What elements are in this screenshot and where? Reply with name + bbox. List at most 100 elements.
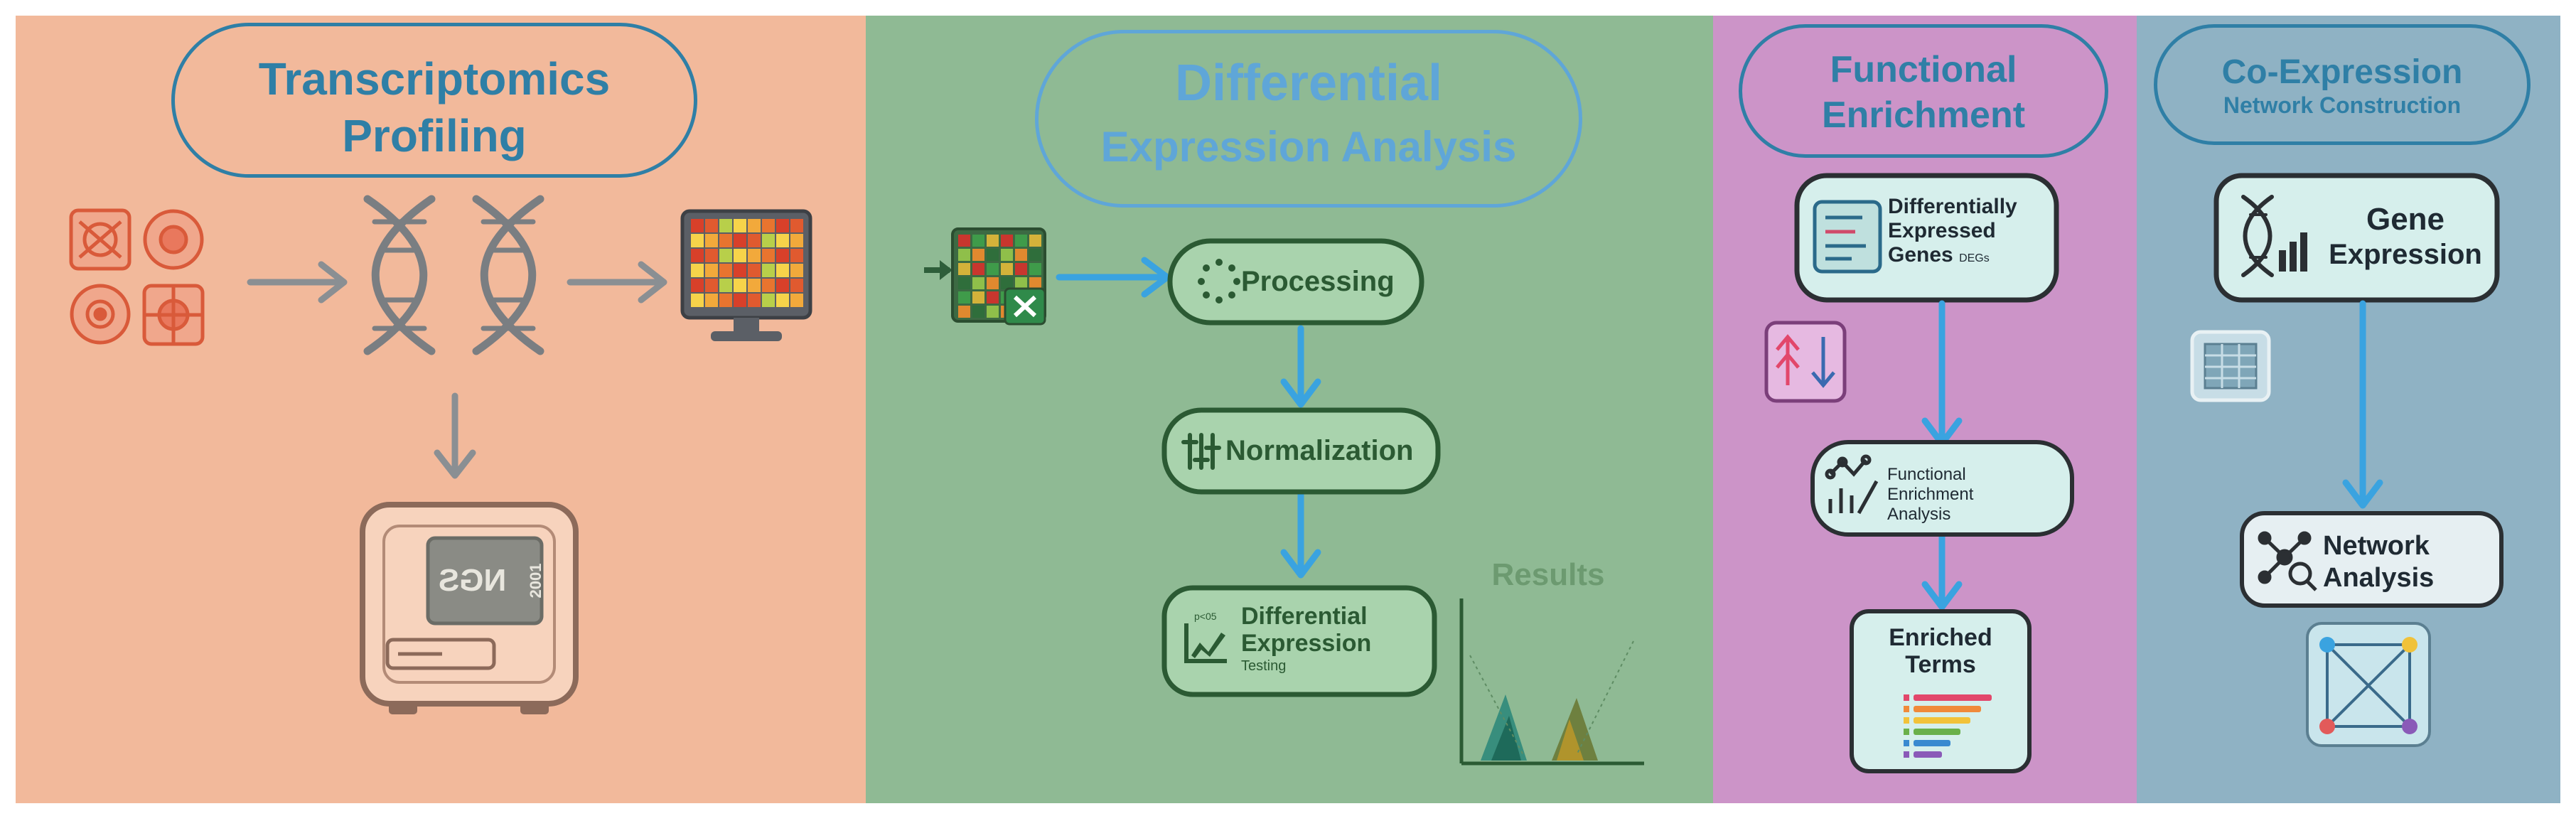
analysis-label-line3: Analysis — [1887, 505, 1951, 524]
heatmap-cell — [790, 219, 803, 232]
sliders-icon — [1181, 433, 1221, 470]
heatmap-cell — [790, 279, 803, 292]
network-analysis-label-line1: Network — [2323, 531, 2430, 561]
matrix-cell — [1029, 235, 1041, 247]
arrow-down-icon — [434, 392, 476, 479]
network-search-icon — [2258, 531, 2317, 591]
matrix-cell — [1001, 235, 1013, 247]
heatmap-cell — [762, 279, 775, 292]
matrix-cell — [987, 235, 999, 247]
cell-icon — [70, 284, 131, 345]
heatmap-cell — [748, 219, 761, 232]
matrix-cell — [987, 277, 999, 289]
panel-transcriptomics-profiling: Transcriptomics Profiling — [16, 16, 866, 803]
trend-chart-icon — [1825, 454, 1879, 515]
heatmap-cell — [705, 294, 718, 307]
terms-label-line1: Enriched — [1889, 624, 1992, 651]
heatmap-cell — [776, 219, 789, 232]
heatmap-cell — [734, 279, 746, 292]
coexpression-title-line2: Network Construction — [2223, 92, 2462, 118]
heatmap-cell — [790, 264, 803, 277]
coexpression-title-pill — [2154, 24, 2531, 145]
up-down-regulation-icon — [1764, 321, 1847, 403]
tissue-sample-icon — [69, 208, 132, 271]
differential-title-line1: Differential — [1174, 55, 1443, 112]
arrow-down-icon — [2342, 300, 2383, 509]
network-graph-icon — [2306, 622, 2431, 747]
heatmap-cell — [719, 279, 732, 292]
degs-label-line3: Genes DEGs — [1888, 243, 2051, 267]
matrix-cell — [987, 291, 999, 304]
arrow-down-icon — [1280, 490, 1321, 579]
coexpression-graphics — [2190, 173, 2503, 747]
arrow-right-icon — [247, 261, 348, 304]
enrichment-title-line2: Enrichment — [1821, 95, 2026, 136]
degs-label-line1: Differentially — [1888, 195, 2017, 218]
heatmap-cell — [762, 219, 775, 232]
term-bullet — [1904, 694, 1909, 701]
heatmap-cell — [691, 279, 704, 292]
matrix-cell — [972, 306, 984, 318]
matrix-cell — [972, 291, 984, 304]
sequencer-screen-label: NGS — [438, 563, 507, 598]
heatmap-cell — [748, 234, 761, 247]
table-icon — [2190, 330, 2271, 402]
term-bar — [1914, 751, 1942, 758]
matrix-cell — [1015, 235, 1027, 247]
heatmap-cell — [691, 234, 704, 247]
cell-icon — [143, 209, 204, 270]
heatmap-cell — [705, 249, 718, 262]
dna-bars-icon — [2241, 195, 2307, 277]
transcriptomics-title-line1: Transcriptomics — [258, 53, 611, 104]
volcano-plot-icon — [1459, 598, 1644, 766]
matrix-cell — [1001, 277, 1013, 289]
heatmap-cell — [705, 219, 718, 232]
heatmap-cell — [762, 249, 775, 262]
term-bullet — [1904, 751, 1909, 758]
term-bullet — [1904, 740, 1909, 746]
normalization-node — [1161, 407, 1441, 495]
term-bar — [1914, 717, 1970, 724]
analysis-label-line2: Enrichment — [1887, 485, 1974, 504]
matrix-cell — [987, 263, 999, 275]
heatmap-cell — [734, 264, 746, 277]
loading-spinner-icon — [1198, 259, 1240, 304]
results-label: Results — [1491, 557, 1605, 592]
heatmap-cell — [705, 234, 718, 247]
arrow-down-icon — [1921, 531, 1963, 611]
heatmap-cell — [691, 249, 704, 262]
arrow-down-icon — [1921, 300, 1963, 447]
heatmap-cell — [748, 294, 761, 307]
matrix-cell — [972, 249, 984, 261]
tissue-sample-icons — [69, 208, 205, 346]
heatmap-cell — [748, 249, 761, 262]
heatmap-cell — [734, 249, 746, 262]
gene-expression-node — [2213, 173, 2500, 303]
panel-coexpression-network: Co-Expression Network Construction — [2137, 16, 2560, 803]
heatmap-cell — [719, 234, 732, 247]
term-bullet — [1904, 729, 1909, 735]
sequencer-screen-side-label: 2001 — [527, 563, 544, 598]
term-bar — [1914, 740, 1950, 746]
differential-testing-label-line2: Expression — [1241, 630, 1372, 657]
heatmap-cell — [776, 294, 789, 307]
transcriptomics-graphics — [69, 195, 812, 714]
differential-graphics: p<05 — [924, 227, 1644, 766]
gene-expression-label-line2: Expression — [2329, 239, 2482, 270]
dna-helix-icon — [472, 195, 544, 355]
matrix-cell — [1015, 277, 1027, 289]
matrix-cell — [972, 277, 984, 289]
heatmap-cell — [734, 219, 746, 232]
heatmap-cell — [762, 294, 775, 307]
differential-title-pill — [1035, 30, 1582, 208]
heatmap-cell — [705, 279, 718, 292]
tissue-sample-icon — [142, 284, 205, 346]
matrix-cell — [1015, 249, 1027, 261]
term-bullet — [1904, 706, 1909, 712]
panel-functional-enrichment: Functional Enrichment — [1713, 16, 2137, 803]
matrix-cell — [958, 263, 970, 275]
enrichment-title-line1: Functional — [1830, 49, 2017, 90]
heatmap-cell — [691, 219, 704, 232]
analysis-label-line1: Functional — [1887, 465, 1966, 484]
enriched-terms-node — [1850, 609, 2032, 773]
